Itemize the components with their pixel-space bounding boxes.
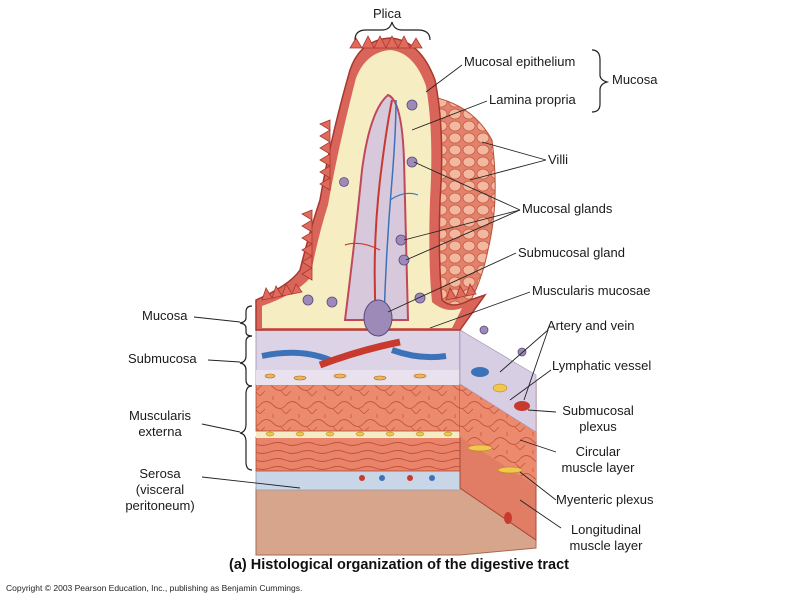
label-lamina-propria: Lamina propria	[489, 92, 576, 107]
label-longitudinal-muscle-line1: Longitudinal	[570, 522, 642, 537]
label-serosa-line1: Serosa	[139, 466, 181, 481]
label-mucosa-left: Mucosa	[142, 308, 188, 323]
leader-submucosal-plexus	[527, 409, 557, 413]
leader-myenteric-plexus	[519, 471, 557, 501]
leader-submucosa	[207, 359, 241, 363]
leader-mucosa-left	[193, 316, 241, 323]
label-muscularis-mucosae: Muscularis mucosae	[532, 283, 651, 298]
side-face-circular	[460, 384, 536, 486]
label-muscularis-externa: Muscularis externa	[118, 408, 202, 440]
label-submucosal-plexus: Submucosal plexus	[556, 403, 640, 435]
submucosal-gland	[363, 299, 393, 337]
leader-mucosal-epithelium	[425, 64, 463, 93]
label-circular-muscle-line2: muscle layer	[561, 460, 635, 475]
label-mucosal-glands: Mucosal glands	[522, 201, 613, 216]
submucosa-vessels	[261, 338, 447, 369]
leader-longitudinal-muscle	[519, 499, 562, 529]
brackets	[239, 21, 610, 471]
plica-bracket	[354, 21, 431, 41]
circular-muscle-front	[255, 383, 461, 432]
leader-serosa	[201, 476, 301, 489]
label-mucosal-epithelium: Mucosal epithelium	[464, 54, 576, 69]
label-submucosal-plexus-line2: plexus	[579, 419, 617, 434]
label-longitudinal-muscle-line2: muscle layer	[569, 538, 643, 553]
serosa-vessels	[359, 475, 435, 481]
leader-lamina-propria	[411, 100, 488, 131]
mucosa-right-bracket	[591, 49, 610, 113]
leader-mucosal-glands-1	[413, 161, 521, 211]
side-lymph-vessels	[467, 367, 530, 524]
leader-muscularis	[201, 423, 241, 433]
mucosa-left-bracket	[239, 305, 253, 337]
label-villi: Villi	[548, 152, 568, 167]
leader-muscularis-mucosae	[429, 291, 531, 329]
label-plica: Plica	[373, 6, 402, 21]
leader-submucosal-gland	[387, 252, 517, 313]
label-artery-and-vein: Artery and vein	[547, 318, 635, 333]
label-longitudinal-muscle: Longitudinal muscle layer	[560, 522, 652, 554]
copyright-notice: Copyright © 2003 Pearson Education, Inc.…	[6, 583, 303, 593]
label-muscularis-externa-line2: externa	[138, 424, 182, 439]
muscularis-bracket	[239, 385, 253, 471]
leader-lines	[193, 64, 562, 529]
leader-villi-2	[469, 159, 547, 181]
leader-artery-vein-2	[523, 329, 549, 401]
myenteric-dots	[265, 431, 453, 437]
plica-vessels	[344, 99, 419, 321]
leader-villi-1	[481, 141, 547, 161]
label-submucosal-gland: Submucosal gland	[518, 245, 625, 260]
label-serosa: Serosa (visceral peritoneum)	[118, 466, 202, 514]
label-myenteric-plexus: Myenteric plexus	[556, 492, 654, 507]
label-serosa-line2: (visceral	[135, 482, 185, 497]
submucosa-bracket	[239, 335, 253, 387]
leader-lymphatic-vessel	[509, 369, 552, 401]
plica-fringe	[261, 35, 477, 301]
leader-mucosal-glands-2	[403, 209, 521, 241]
submucosa-lower-band	[256, 370, 460, 385]
label-lymphatic-vessel: Lymphatic vessel	[552, 358, 652, 373]
longitudinal-muscle-front	[255, 436, 461, 472]
leader-mucosal-glands-3	[405, 209, 521, 261]
leader-circular-muscle	[519, 439, 557, 453]
label-serosa-line3: peritoneum)	[125, 498, 195, 513]
label-circular-muscle: Circular muscle layer	[552, 444, 644, 476]
label-circular-muscle-line1: Circular	[575, 444, 621, 459]
submucosa-ovals	[264, 373, 427, 381]
label-muscularis-externa-line1: Muscularis	[128, 408, 192, 423]
label-submucosa: Submucosa	[128, 351, 197, 366]
figure-caption: (a) Histological organization of the dig…	[229, 557, 569, 573]
serosa-layer	[255, 469, 461, 491]
leader-artery-vein-1	[499, 329, 549, 373]
label-mucosa-right: Mucosa	[612, 72, 658, 87]
label-submucosal-plexus-line1: Submucosal	[562, 403, 634, 418]
